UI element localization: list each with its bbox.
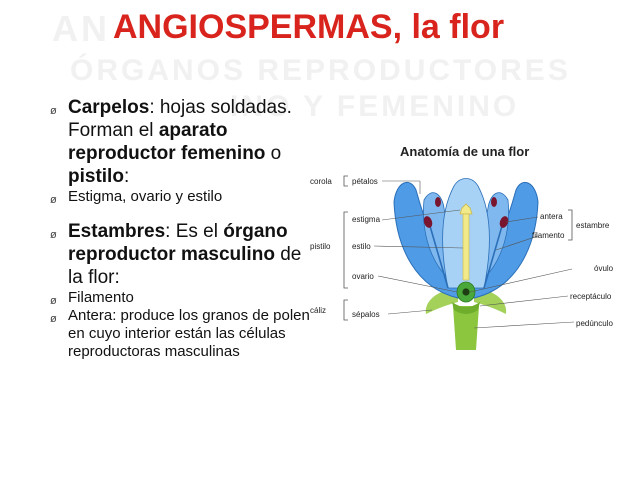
item-text: : Es el: [165, 221, 224, 242]
label-estambre: estambre: [576, 221, 610, 230]
slide-title: ANGIOSPERMAS, la flor: [113, 8, 505, 46]
list-subitem: ø Antera: produce los granos de polen en…: [50, 307, 310, 361]
filament-right-shape: [483, 225, 503, 289]
leader-line: [473, 321, 575, 329]
bracket-caliz: [343, 299, 348, 321]
subitem-text: Antera: produce los granos de polen en c…: [68, 307, 310, 360]
term-estambres: Estambres: [68, 221, 166, 242]
receptacle-shape: [452, 302, 480, 314]
leader-line: [373, 245, 464, 249]
list-subitem: ø Estigma, ovario y estilo: [50, 188, 310, 206]
stigma-shape: [459, 203, 473, 215]
ovule-shape: [462, 288, 470, 296]
style-shape: [462, 213, 470, 281]
leader-line: [387, 309, 433, 315]
list-subitem: ø Filamento: [50, 289, 310, 307]
item-text: o: [265, 143, 282, 164]
background-watermark-text: AN: [52, 8, 110, 49]
item-text: :: [123, 166, 130, 187]
label-estigma: estigma: [352, 215, 381, 224]
label-filamento: filamento: [532, 231, 565, 240]
diagram-title: Anatomía de una flor: [400, 144, 529, 159]
subitem-text: Filamento: [68, 289, 134, 306]
label-corola: corola: [310, 177, 332, 186]
background-watermark-text: INO Y FEMENINO: [230, 90, 520, 123]
subitem-text: Estigma, ovario y estilo: [68, 188, 223, 205]
bullet-icon: ø: [50, 105, 57, 117]
flower-anatomy-diagram: Anatomía de una flor: [308, 138, 620, 350]
bracket-corola: [343, 175, 348, 187]
leader-line: [469, 268, 573, 293]
bullet-icon: ø: [50, 295, 57, 307]
leader-line: [381, 209, 461, 221]
item-bold-text: aparato reproductor femenino: [68, 120, 266, 164]
label-pistilo: pistilo: [310, 242, 331, 251]
label-estilo: estilo: [352, 242, 371, 251]
leader-line: [495, 235, 539, 251]
item-text: de la flor:: [68, 244, 302, 288]
bullet-icon: ø: [50, 229, 57, 241]
item-bold-text: pistilo: [68, 166, 124, 187]
label-sepalos: sépalos: [352, 310, 380, 319]
bullet-icon: ø: [50, 313, 57, 325]
item-bold-text: órgano reproductor masculino: [68, 221, 288, 265]
list-item-estambres: ø Estambres: Es el órgano reproductor ma…: [50, 220, 310, 289]
anther-back-left-shape: [435, 197, 441, 207]
label-petalos: pétalos: [352, 177, 378, 186]
list-item-carpelos: ø Carpelos: hojas soldadas. Forman el ap…: [50, 96, 310, 188]
label-caliz: cáliz: [310, 306, 326, 315]
term-carpelos: Carpelos: [68, 97, 150, 118]
label-ovario: ovario: [352, 272, 374, 281]
bracket-estambre: [568, 209, 573, 241]
leader-line: [377, 275, 458, 293]
background-watermark-text: ÓRGANOS REPRODUCTORES: [70, 54, 571, 87]
label-receptaculo: receptáculo: [570, 292, 612, 301]
label-antera: antera: [540, 212, 563, 221]
anther-right-shape: [499, 216, 509, 228]
filament-left-shape: [429, 225, 449, 289]
bullet-icon: ø: [50, 194, 57, 206]
leader-line: [479, 295, 569, 307]
anther-back-right-shape: [491, 197, 497, 207]
slide-content: ø Carpelos: hojas soldadas. Forman el ap…: [50, 96, 310, 361]
anther-left-shape: [423, 216, 433, 228]
label-ovulo: óvulo: [594, 264, 614, 273]
item-text: : hojas soldadas. Forman el: [68, 97, 292, 141]
peduncle-shape: [453, 306, 479, 350]
bracket-pistilo: [343, 211, 348, 289]
leader-line: [505, 216, 539, 223]
label-pedunculo: pedúnculo: [576, 319, 613, 328]
